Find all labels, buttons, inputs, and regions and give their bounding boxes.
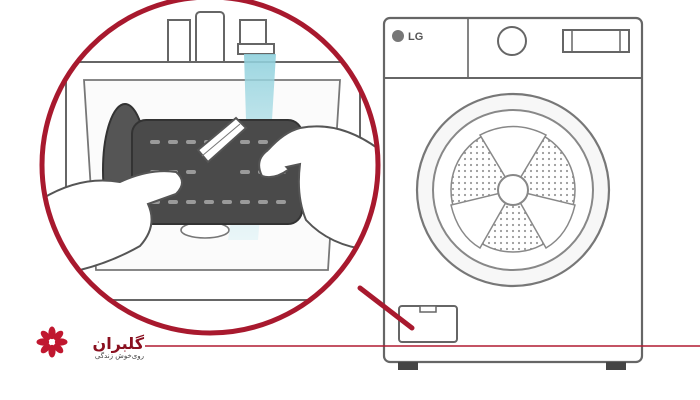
program-knob[interactable] [497,26,527,56]
brand-tagline: روی‌خوش زندگی [94,352,144,360]
machine-foot-right [606,362,626,370]
cleaning-brush [196,116,248,164]
washing-machine: LG [382,16,644,370]
lg-logo-text: LG [408,31,423,43]
zoom-lens-ring [39,0,415,336]
lg-logo: LG [392,30,423,43]
machine-door[interactable] [415,92,611,288]
detergent-drawer[interactable] [562,29,630,53]
brand-logo-text: گلبران [92,334,144,353]
machine-foot-left [398,362,418,370]
zoom-lens-content [42,0,378,333]
brand-flower-icon [36,326,68,358]
left-hand [42,170,183,282]
